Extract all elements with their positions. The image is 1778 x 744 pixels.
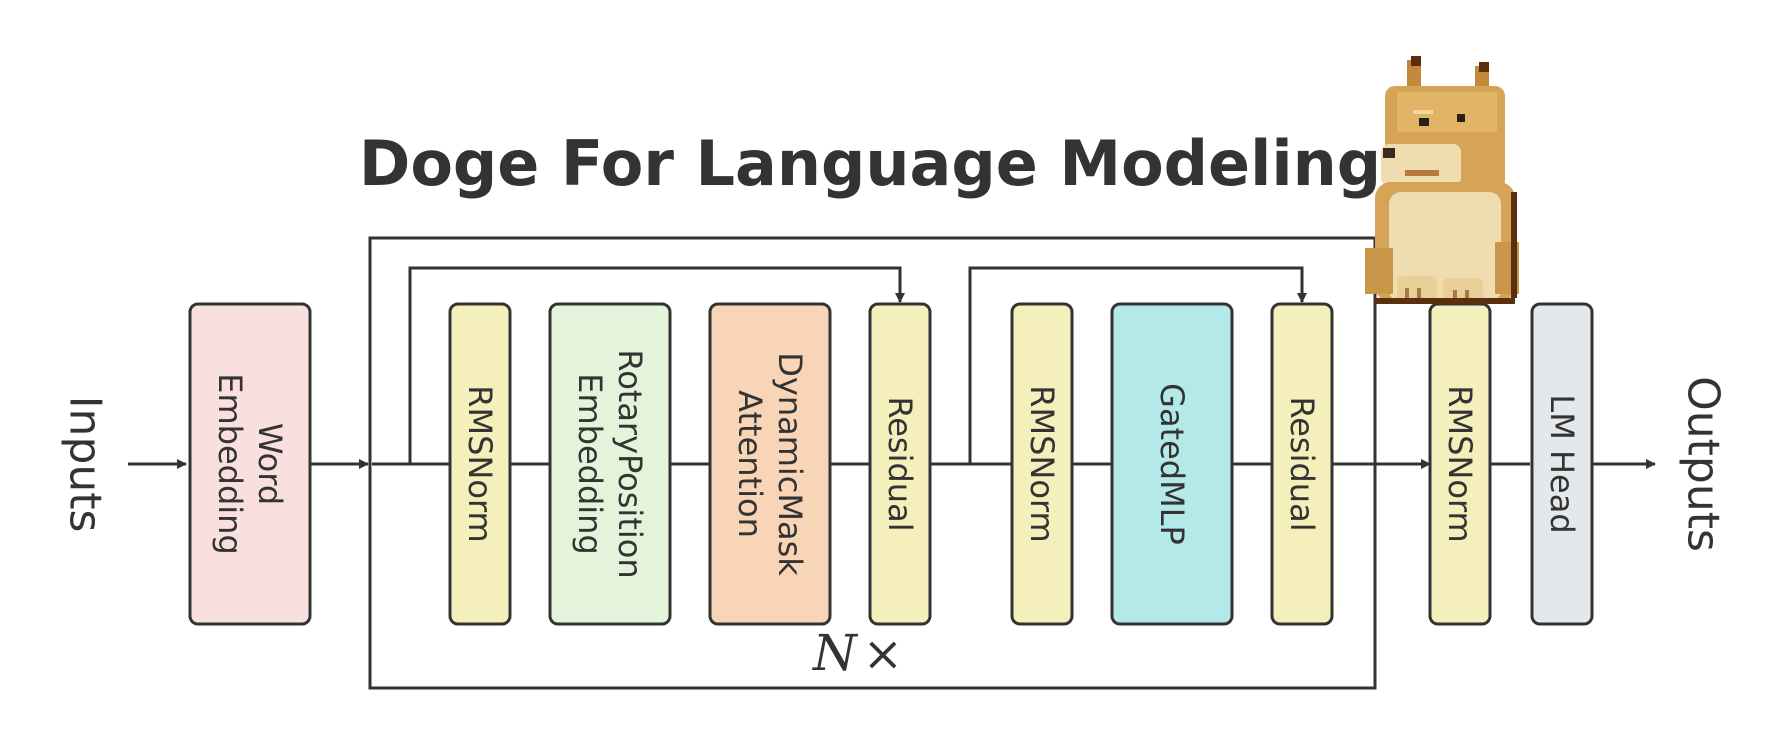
residual-skip-connection-2 xyxy=(968,266,1307,464)
dynamic-mask-attention-label-line-1: DynamicMask xyxy=(771,352,809,576)
repeat-count-label: N× xyxy=(812,624,903,682)
gated-mlp-box xyxy=(1110,302,1234,626)
lm-head-box xyxy=(1530,302,1594,626)
lm-head-block: LM Head xyxy=(1530,302,1594,626)
residual-skip-connection-1 xyxy=(408,266,905,464)
residual-1-box xyxy=(868,302,932,626)
residual-2-block: Residual xyxy=(1270,302,1334,626)
gated-mlp-block: GatedMLP xyxy=(1110,302,1234,626)
word-embedding-label-line-2: Embedding xyxy=(211,373,249,555)
rotary-position-embedding-box xyxy=(548,302,672,626)
rmsnorm-1-label-line-1: RMSNorm xyxy=(461,385,499,542)
diagram-title: Doge For Language Modeling xyxy=(359,127,1381,200)
rmsnorm-1-block: RMSNorm xyxy=(448,302,512,626)
outputs-label: Outputs xyxy=(1678,376,1729,552)
rmsnorm-2-block: RMSNorm xyxy=(1010,302,1074,626)
rotary-position-embedding-label-line-1: RotaryPosition xyxy=(611,349,649,578)
inputs-label: Inputs xyxy=(60,396,111,533)
rotary-position-embedding-label-line-2: Embedding xyxy=(571,373,609,555)
rmsnorm-final-label-line-1: RMSNorm xyxy=(1441,385,1479,542)
rmsnorm-final-block: RMSNorm xyxy=(1428,302,1492,626)
rmsnorm-2-label-line-1: RMSNorm xyxy=(1023,385,1061,542)
word-embedding-box xyxy=(188,302,312,626)
residual-2-box xyxy=(1270,302,1334,626)
residual-2-label-line-1: Residual xyxy=(1283,396,1321,531)
residual-1-block: Residual xyxy=(868,302,932,626)
gated-mlp-label-line-1: GatedMLP xyxy=(1153,383,1191,545)
dynamic-mask-attention-box xyxy=(708,302,832,626)
repeat-n: N xyxy=(812,624,859,682)
repeat-times-symbol: × xyxy=(863,626,903,682)
rmsnorm-2-box xyxy=(1010,302,1074,626)
residual-1-label-line-1: Residual xyxy=(881,396,919,531)
doge-pixel-icon xyxy=(1365,56,1519,304)
dynamic-mask-attention-label-line-2: Attention xyxy=(731,390,769,538)
rmsnorm-1-box xyxy=(448,302,512,626)
word-embedding-label-line-1: Word xyxy=(251,423,289,505)
lm-head-label-line-1: LM Head xyxy=(1543,394,1581,533)
